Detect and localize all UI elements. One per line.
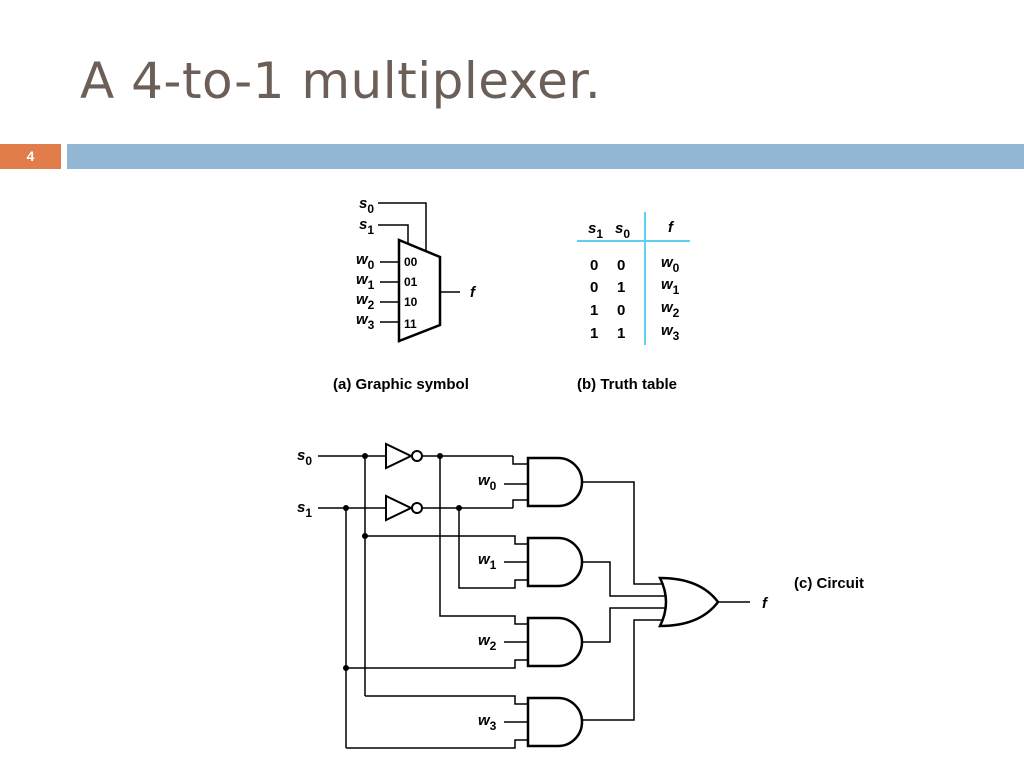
and3-out	[583, 619, 664, 721]
junction-s1-and2	[343, 665, 349, 671]
tt-row0-s1: 0	[590, 257, 598, 274]
tt-header-s1: s1	[588, 220, 603, 241]
circuit-w0-label: w0	[478, 472, 497, 493]
inverter-s0	[385, 442, 423, 470]
graphic-symbol	[378, 202, 460, 343]
circuit-caption: (c) Circuit	[794, 575, 864, 592]
tt-row2-s1: 1	[590, 302, 598, 319]
tt-row0-s0: 0	[617, 257, 625, 274]
circuit-output-label: f	[762, 595, 769, 612]
circuit-w1-label: w1	[478, 551, 497, 572]
junction-s0-not	[437, 453, 443, 459]
and0-in-a	[512, 456, 528, 465]
inverter-s1	[385, 494, 423, 522]
symbol-code-01: 01	[404, 275, 418, 289]
symbol-w0-label: w0	[356, 251, 375, 272]
header-accent-bar	[67, 144, 1024, 169]
and2-out	[583, 607, 666, 643]
junction-s1-not	[456, 505, 462, 511]
wire-s1-not-bus	[458, 508, 528, 589]
circuit-wires	[318, 455, 750, 749]
junction-s1	[343, 505, 349, 511]
tt-row0-f: w0	[661, 254, 680, 275]
symbol-output-label: f	[470, 284, 477, 301]
symbol-code-11: 11	[404, 317, 417, 331]
circuit-w2-label: w2	[478, 632, 497, 653]
symbol-w1-label: w1	[356, 271, 375, 292]
and-gate-3	[526, 696, 584, 748]
tt-header-s0: s0	[615, 220, 630, 241]
page-number-badge: 4	[0, 144, 61, 169]
symbol-s0-label: s0	[359, 195, 374, 216]
tt-row1-f: w1	[661, 276, 680, 297]
mux-trapezoid	[397, 238, 442, 343]
circuit-w3-label: w3	[478, 712, 497, 733]
circuit-s0-label: s0	[297, 447, 312, 468]
symbol-caption: (a) Graphic symbol	[333, 376, 469, 393]
symbol-code-00: 00	[404, 255, 418, 269]
tt-row3-f: w3	[661, 322, 680, 343]
truth-table-caption: (b) Truth table	[577, 376, 677, 393]
tt-row3-s1: 1	[590, 325, 598, 342]
and0-in-c	[512, 499, 528, 508]
truth-table	[577, 212, 690, 345]
junction-s0	[362, 453, 368, 459]
and-gate-0	[526, 456, 584, 508]
symbol-w2-label: w2	[356, 291, 375, 312]
and1-out	[583, 561, 666, 597]
junction-dots	[343, 453, 462, 671]
and3-in-c	[346, 739, 528, 749]
tt-row1-s0: 1	[617, 279, 625, 296]
tt-row1-s1: 0	[590, 279, 598, 296]
tt-row2-s0: 0	[617, 302, 625, 319]
junction-s0-and1	[362, 533, 368, 539]
and0-out	[583, 481, 664, 585]
symbol-code-10: 10	[404, 295, 418, 309]
symbol-s1-label: s1	[359, 216, 374, 237]
symbol-w3-label: w3	[356, 311, 375, 332]
symbol-s0-wire	[378, 202, 427, 251]
and2-in-b-s1	[346, 659, 528, 669]
and-gate-2	[526, 616, 584, 668]
tt-row2-f: w2	[661, 299, 680, 320]
symbol-s1-wire	[378, 224, 409, 244]
and-gate-1	[526, 536, 584, 588]
and1-in-a	[365, 535, 528, 545]
slide-title: A 4-to-1 multiplexer.	[80, 52, 602, 110]
or-gate	[657, 576, 720, 628]
and3-in-a	[365, 695, 528, 705]
wire-s0-not-bus	[439, 456, 528, 625]
tt-header-f: f	[668, 219, 675, 236]
tt-row3-s0: 1	[617, 325, 625, 342]
circuit-s1-label: s1	[297, 499, 312, 520]
